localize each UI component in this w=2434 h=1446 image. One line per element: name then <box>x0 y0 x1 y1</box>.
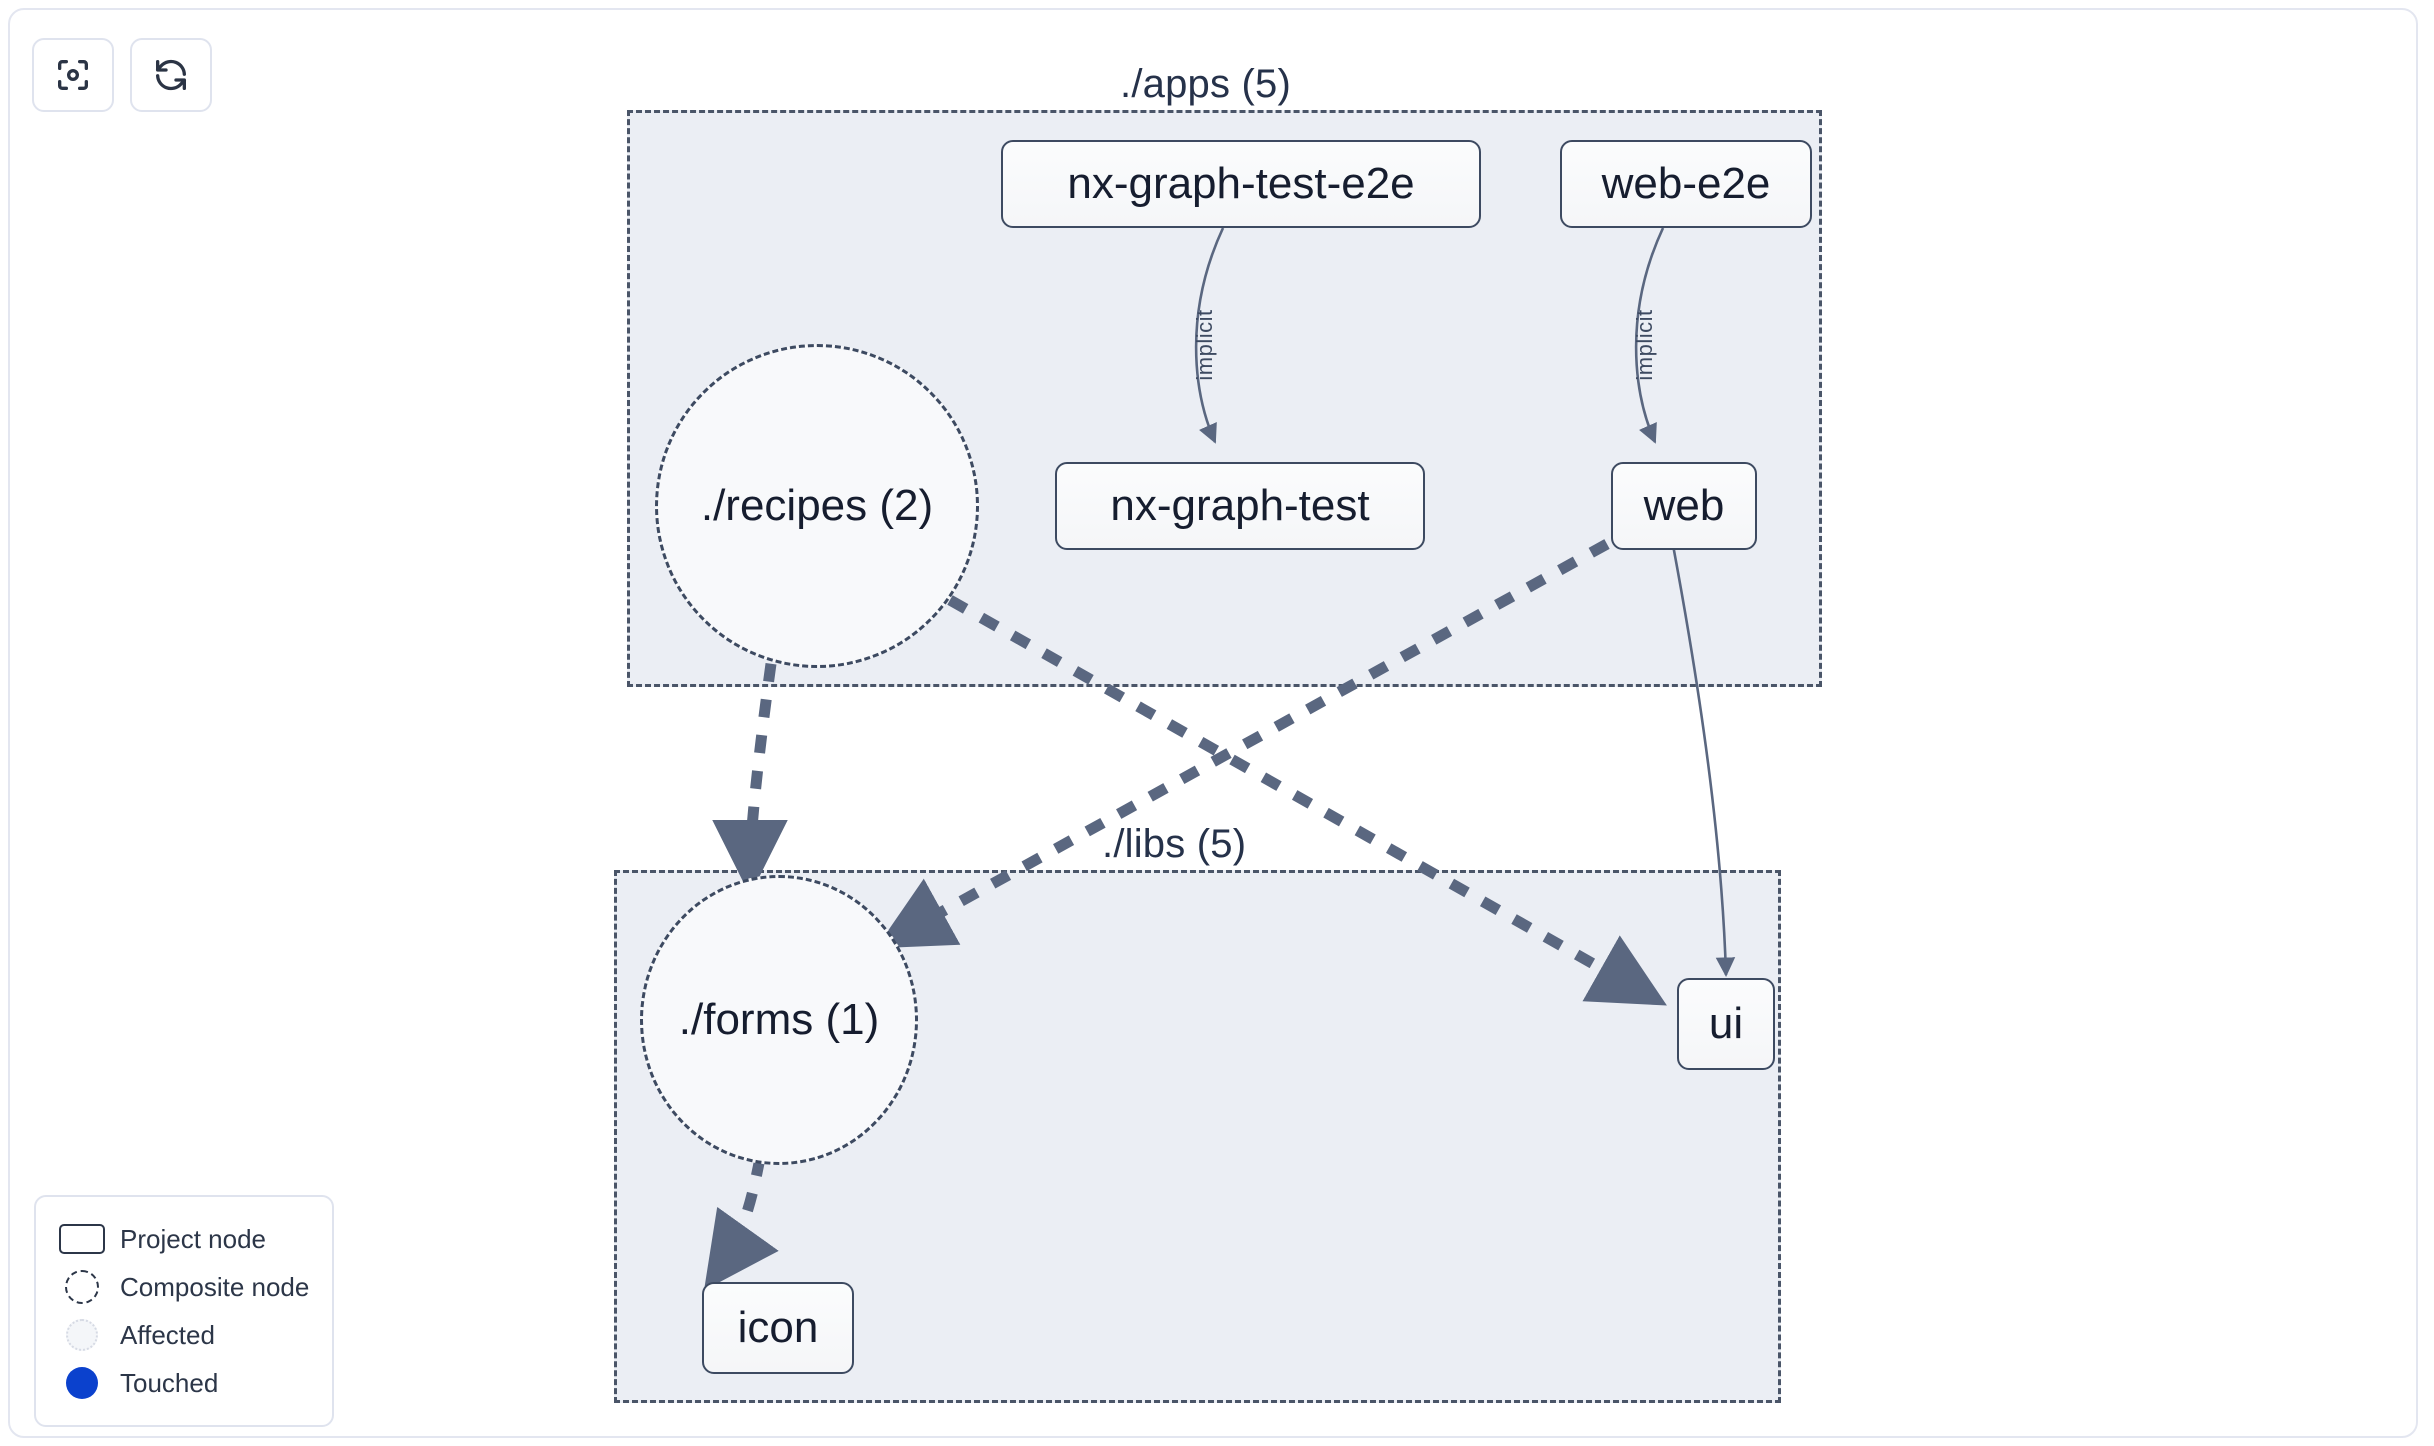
node-forms[interactable]: ./forms (1) <box>640 875 918 1165</box>
legend-item-touched: Touched <box>56 1359 312 1407</box>
node-ui[interactable]: ui <box>1677 978 1775 1070</box>
legend-item-affected: Affected <box>56 1311 312 1359</box>
node-label: nx-graph-test-e2e <box>1067 159 1415 208</box>
composite-node-swatch <box>56 1270 108 1304</box>
focus-graph-button[interactable] <box>32 38 114 112</box>
node-label: ./recipes (2) <box>700 481 934 530</box>
touched-swatch <box>56 1367 108 1399</box>
legend-label: Composite node <box>120 1271 310 1302</box>
node-label: icon <box>737 1303 819 1352</box>
edge-label-implicit-nx-graph-test: implicit <box>1192 309 1217 381</box>
refresh-graph-button[interactable] <box>130 38 212 112</box>
node-label: ./forms (1) <box>678 995 880 1044</box>
graph-legend: Project node Composite node Affected Tou… <box>34 1195 334 1427</box>
affected-swatch <box>56 1319 108 1351</box>
legend-label: Project node <box>120 1223 266 1254</box>
legend-label: Touched <box>120 1367 219 1398</box>
project-node-swatch <box>56 1224 108 1254</box>
node-label: web-e2e <box>1601 159 1771 208</box>
node-icon[interactable]: icon <box>702 1282 854 1374</box>
node-nx-graph-test[interactable]: nx-graph-test <box>1055 462 1425 550</box>
group-label-libs: ./libs (5) <box>1102 822 1247 866</box>
node-recipes[interactable]: ./recipes (2) <box>655 344 979 668</box>
node-label: ui <box>1708 999 1744 1048</box>
refresh-icon <box>151 55 191 95</box>
node-web[interactable]: web <box>1611 462 1757 550</box>
node-nx-graph-test-e2e[interactable]: nx-graph-test-e2e <box>1001 140 1481 228</box>
legend-item-project-node: Project node <box>56 1215 312 1263</box>
graph-toolbar <box>32 38 212 112</box>
edge-label-implicit-web: implicit <box>1632 309 1657 381</box>
graph-layer: ./apps (5) ./libs (5) <box>10 10 2416 1436</box>
node-web-e2e[interactable]: web-e2e <box>1560 140 1812 228</box>
legend-item-composite-node: Composite node <box>56 1263 312 1311</box>
graph-canvas[interactable]: ./apps (5) ./libs (5) <box>8 8 2418 1438</box>
node-label: web <box>1643 481 1725 530</box>
focus-target-icon <box>53 55 93 95</box>
node-label: nx-graph-test <box>1110 481 1370 530</box>
legend-label: Affected <box>120 1319 215 1350</box>
group-label-apps: ./apps (5) <box>1120 62 1291 106</box>
